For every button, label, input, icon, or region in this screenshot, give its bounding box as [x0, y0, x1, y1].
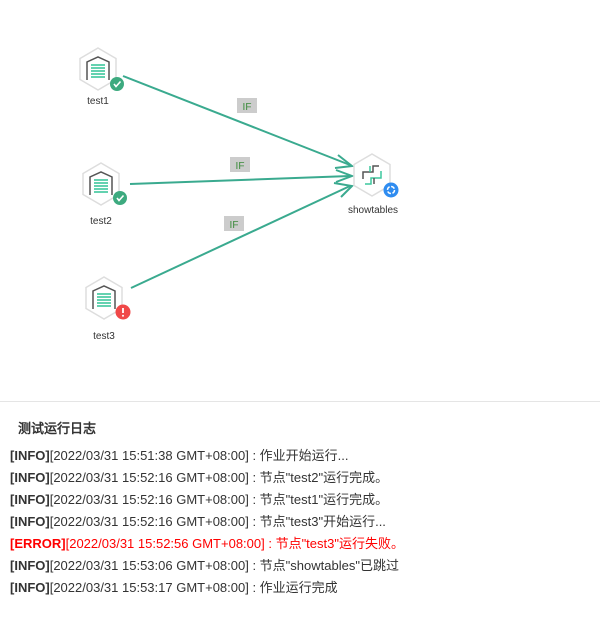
log-text: [2022/03/31 15:52:16 GMT+08:00] : 节点"tes…: [49, 514, 386, 529]
log-level: [INFO]: [10, 514, 50, 529]
svg-text:IF: IF: [243, 102, 252, 113]
node-label: showtables: [347, 205, 399, 216]
edge-label: IF: [237, 98, 257, 113]
node-test3[interactable]: [85, 276, 131, 320]
log-line: [INFO][2022/03/31 15:52:16 GMT+08:00] : …: [10, 489, 404, 511]
log-line: [INFO][2022/03/31 15:53:17 GMT+08:00] : …: [10, 577, 404, 599]
node-test1[interactable]: [79, 47, 124, 91]
dag-canvas[interactable]: IF IF IF test1 test2 test3 showtables: [0, 0, 600, 400]
log-panel: [INFO][2022/03/31 15:51:38 GMT+08:00] : …: [10, 445, 404, 599]
log-line: [INFO][2022/03/31 15:51:38 GMT+08:00] : …: [10, 445, 404, 467]
dag-svg: IF IF IF: [79, 47, 399, 320]
log-text: [2022/03/31 15:52:56 GMT+08:00] : 节点"tes…: [65, 536, 404, 551]
log-text: [2022/03/31 15:53:17 GMT+08:00] : 作业运行完成: [49, 580, 338, 595]
node-label: test1: [87, 96, 109, 107]
success-check-icon: [113, 191, 127, 205]
divider: [0, 401, 600, 402]
log-level: [INFO]: [10, 492, 50, 507]
log-text: [2022/03/31 15:53:06 GMT+08:00] : 节点"sho…: [49, 558, 399, 573]
success-check-icon: [110, 77, 124, 91]
log-line: [INFO][2022/03/31 15:52:16 GMT+08:00] : …: [10, 467, 404, 489]
log-level: [INFO]: [10, 470, 50, 485]
log-text: [2022/03/31 15:51:38 GMT+08:00] : 作业开始运行…: [49, 448, 349, 463]
svg-text:IF: IF: [236, 161, 245, 172]
node-test2[interactable]: [82, 162, 127, 206]
log-level: [INFO]: [10, 448, 50, 463]
log-level: [INFO]: [10, 580, 50, 595]
edge-label: IF: [224, 216, 244, 231]
log-level: [INFO]: [10, 558, 50, 573]
node-showtables[interactable]: [353, 153, 399, 198]
edge-test2-showtables[interactable]: [129, 169, 355, 185]
node-label: test2: [90, 216, 112, 227]
error-icon: [115, 304, 131, 320]
edge-label: IF: [230, 157, 250, 172]
log-level: [ERROR]: [10, 536, 66, 551]
log-text: [2022/03/31 15:52:16 GMT+08:00] : 节点"tes…: [49, 492, 389, 507]
skipped-icon: [383, 182, 399, 198]
log-text: [2022/03/31 15:52:16 GMT+08:00] : 节点"tes…: [49, 470, 389, 485]
python-icon: [362, 165, 382, 185]
svg-text:IF: IF: [230, 220, 239, 231]
log-line: [INFO][2022/03/31 15:52:16 GMT+08:00] : …: [10, 511, 404, 533]
log-line: [ERROR][2022/03/31 15:52:56 GMT+08:00] :…: [10, 533, 404, 555]
edge-test3-showtables[interactable]: [130, 182, 355, 289]
log-line: [INFO][2022/03/31 15:53:06 GMT+08:00] : …: [10, 555, 404, 577]
node-label: test3: [93, 331, 115, 342]
log-title: 测试运行日志: [18, 421, 97, 436]
edge-test1-showtables[interactable]: [122, 75, 355, 169]
